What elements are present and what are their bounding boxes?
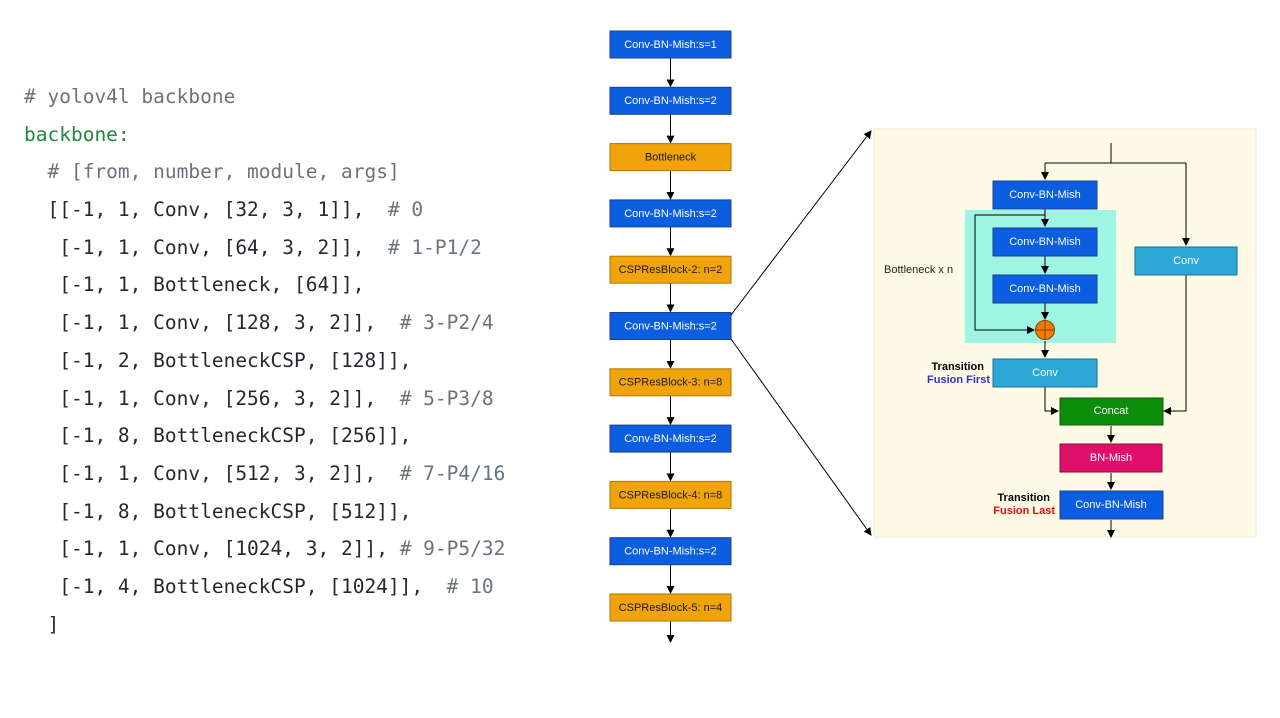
code-text: [-1, 1, Conv, [512, 3, 2]], [24,461,400,485]
svg-text:Conv: Conv [1032,367,1058,379]
code-line: [-1, 8, BottleneckCSP, [256]], [24,417,505,455]
code-comment: # 3-P2/4 [399,311,494,335]
final-conv-bn-mish: Conv-BN-Mish [1059,490,1164,520]
code-text: [-1, 8, BottleneckCSP, [512]], [24,499,412,523]
stack-box-label: Bottleneck [645,152,697,164]
zoom-connectors [730,130,872,536]
bottleneck-label: Bottleneck x n [884,264,953,276]
bn-mish-node: BN-Mish [1059,443,1163,473]
code-line: [-1, 1, Conv, [256, 3, 2]], # 5-P3/8 [24,380,505,418]
code-text: [-1, 8, BottleneckCSP, [256]], [24,424,412,448]
code-key: backbone: [24,122,130,146]
code-line: [-1, 4, BottleneckCSP, [1024]], # 10 [24,568,505,606]
transition-last-title: Transition [997,492,1050,504]
backbone-stack: Conv-BN-Mish:s=1Conv-BN-Mish:s=2Bottlene… [609,30,732,643]
code-line: backbone: [24,116,505,154]
stack-box-3: Conv-BN-Mish:s=2 [609,199,732,228]
code-line: [-1, 1, Conv, [64, 3, 2]], # 1-P1/2 [24,229,505,267]
svg-text:Conv-BN-Mish: Conv-BN-Mish [1009,283,1081,295]
code-text: ] [24,612,60,636]
stack-box-0: Conv-BN-Mish:s=1 [609,30,732,59]
stack-box-label: CSPResBlock-4: n=8 [619,489,723,501]
code-line: [[-1, 1, Conv, [32, 3, 1]], # 0 [24,191,505,229]
bottleneck-conv-1: Conv-BN-Mish [992,227,1098,257]
stack-box-4: CSPResBlock-2: n=2 [609,255,732,284]
svg-text:Conv-BN-Mish: Conv-BN-Mish [1075,499,1147,511]
code-text: [[-1, 1, Conv, [32, 3, 1]], [24,198,388,222]
code-line: [-1, 8, BottleneckCSP, [512]], [24,493,505,531]
code-line: [-1, 1, Bottleneck, [64]], [24,266,505,304]
residual-add-icon [1035,320,1055,340]
code-text: [-1, 1, Bottleneck, [64]], [24,273,365,297]
fusion-last-label: Fusion Last [993,505,1055,517]
svg-text:Conv-BN-Mish: Conv-BN-Mish [1009,189,1081,201]
stack-box-label: CSPResBlock-2: n=2 [619,264,723,276]
code-comment: # yolov4l backbone [24,85,236,108]
code-text: [-1, 1, Conv, [1024, 3, 2]], [24,537,400,561]
stack-box-label: CSPResBlock-3: n=8 [619,377,723,389]
stack-box-8: CSPResBlock-4: n=8 [609,480,732,509]
transition-conv: Conv [992,358,1098,388]
code-text: [-1, 1, Conv, [64, 3, 2]], [24,235,388,259]
code-text: [-1, 2, BottleneckCSP, [128]], [24,348,412,372]
code-line: ] [24,606,505,644]
stack-box-2: Bottleneck [609,143,732,172]
stack-box-label: Conv-BN-Mish:s=1 [624,39,717,51]
stack-box-1: Conv-BN-Mish:s=2 [609,86,732,115]
stack-box-label: CSPResBlock-5: n=4 [619,602,723,614]
svg-text:Concat: Concat [1094,405,1129,417]
stack-box-label: Conv-BN-Mish:s=2 [624,208,717,220]
code-block: # yolov4l backbone backbone: # [from, num… [24,78,505,643]
code-text: [-1, 1, Conv, [256, 3, 2]], [24,386,400,410]
code-line: # [from, number, module, args] [24,153,505,191]
stack-box-9: Conv-BN-Mish:s=2 [609,537,732,566]
stack-box-label: Conv-BN-Mish:s=2 [624,433,717,445]
fusion-first-label: Fusion First [927,374,990,386]
svg-text:Conv-BN-Mish: Conv-BN-Mish [1009,236,1081,248]
stack-box-7: Conv-BN-Mish:s=2 [609,424,732,453]
svg-text:BN-Mish: BN-Mish [1090,452,1132,464]
stack-box-6: CSPResBlock-3: n=8 [609,368,732,397]
transition-first-title: Transition [931,361,984,373]
code-comment: # 10 [446,574,494,598]
csp-block-detail: Conv-BN-Mish Conv-BN-Mish Conv-BN-Mish B… [873,128,1257,538]
stack-box-5: Conv-BN-Mish:s=2 [609,312,732,340]
code-comment: # [from, number, module, args] [24,160,400,184]
stack-box-label: Conv-BN-Mish:s=2 [624,320,717,332]
code-comment: # 1-P1/2 [387,235,482,259]
code-line: [-1, 1, Conv, [1024, 3, 2]], # 9-P5/32 [24,530,505,568]
code-line: # yolov4l backbone [24,78,505,116]
stack-box-label: Conv-BN-Mish:s=2 [624,546,717,558]
bottleneck-conv-2: Conv-BN-Mish [992,274,1098,304]
stack-box-label: Conv-BN-Mish:s=2 [624,95,717,107]
code-line: [-1, 1, Conv, [128, 3, 2]], # 3-P2/4 [24,304,505,342]
code-line: [-1, 1, Conv, [512, 3, 2]], # 7-P4/16 [24,455,505,493]
code-comment: # 0 [387,198,424,222]
stack-box-10: CSPResBlock-5: n=4 [609,593,732,622]
code-comment: # 5-P3/8 [399,386,494,410]
code-line: [-1, 2, BottleneckCSP, [128]], [24,342,505,380]
svg-text:Conv: Conv [1173,255,1199,267]
concat-node: Concat [1059,397,1164,426]
code-comment: # 9-P5/32 [399,537,506,561]
conv-bn-mish-entry: Conv-BN-Mish [992,180,1098,210]
code-comment: # 7-P4/16 [399,461,506,485]
side-conv: Conv [1134,246,1238,276]
code-text: [-1, 4, BottleneckCSP, [1024]], [24,574,447,598]
code-text: [-1, 1, Conv, [128, 3, 2]], [24,311,400,335]
